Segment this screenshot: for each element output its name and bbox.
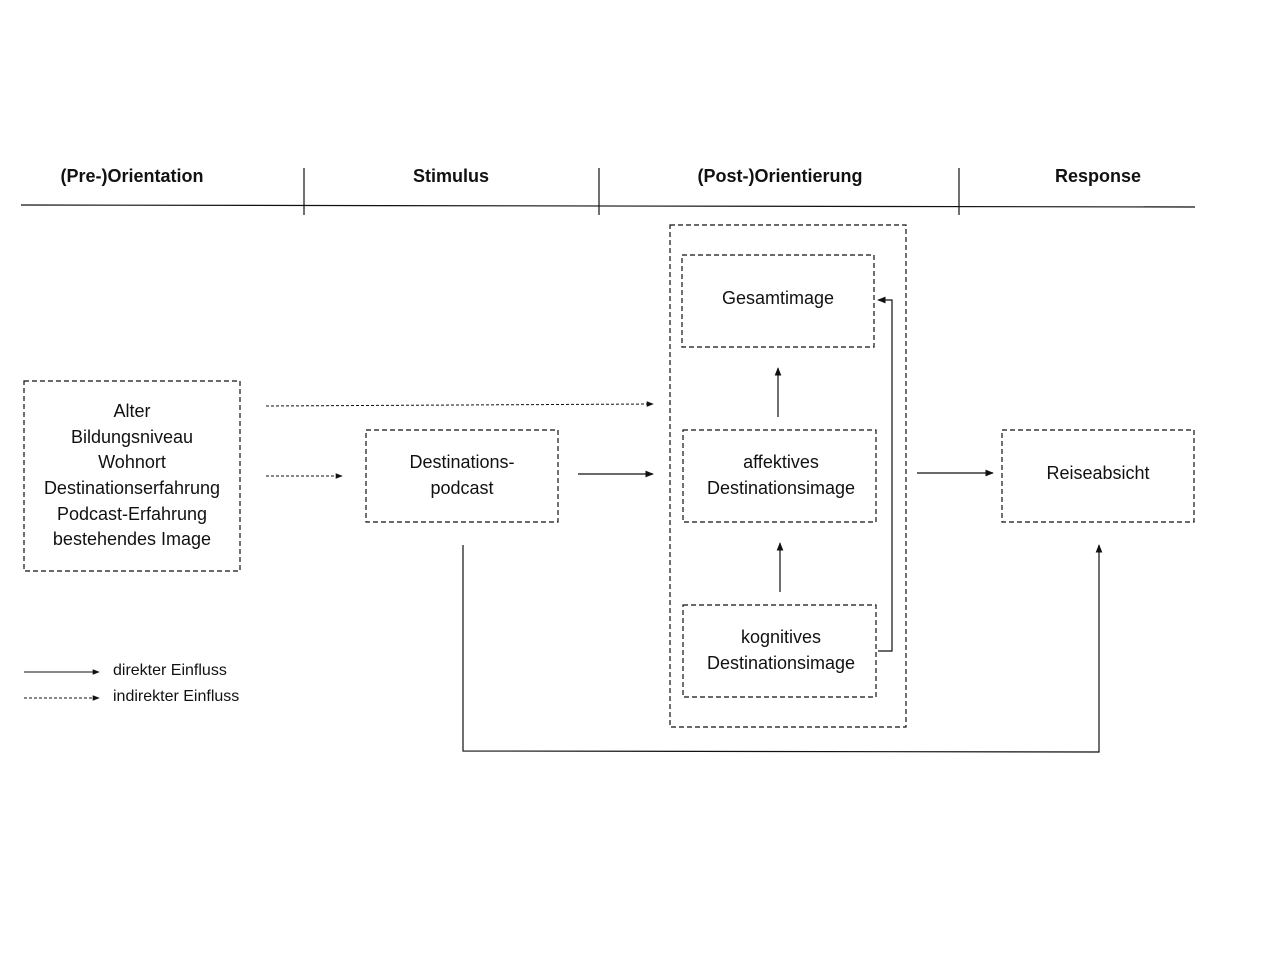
gesamtimage-box <box>681 254 875 348</box>
affektiv-line-1: affektives <box>743 452 819 473</box>
phase-label-post-orientierung: (Post-)Orientierung <box>697 166 863 186</box>
kognitiv-node: kognitives Destinationsimage <box>683 605 879 697</box>
predictor-alter: Alter <box>113 400 151 421</box>
post-orientation-group-box <box>669 224 907 728</box>
predictor-destinationserfahrung: Destinationserfahrung <box>43 478 221 498</box>
podcast-line-2: podcast <box>430 478 494 498</box>
phase-label-pre-orientation: (Pre-)Orientation <box>60 166 204 186</box>
timeline-line <box>20 204 1196 208</box>
phase-timeline <box>20 168 1196 215</box>
reiseabsicht-node: Reiseabsicht <box>1002 430 1194 518</box>
predictor-wohnort: Wohnort <box>98 452 166 473</box>
arrow-predictors-to-post <box>265 401 654 407</box>
kognitiv-line-2: Destinationsimage <box>706 653 856 673</box>
podcast-node: Destinations- podcast <box>366 430 558 522</box>
gesamtimage-node: Gesamtimage <box>682 255 874 343</box>
affektiv-line-2: Destinationsimage <box>706 478 856 498</box>
kognitiv-box <box>682 604 877 698</box>
predictor-podcast-erfahrung: Podcast-Erfahrung <box>56 503 208 524</box>
predictors-box <box>23 380 241 572</box>
predictor-bestehendes-image: bestehendes Image <box>52 529 212 550</box>
legend-direct-label: direkter Einfluss <box>113 662 227 679</box>
gesamtimage-label: Gesamtimage <box>721 288 835 309</box>
phase-label-stimulus: Stimulus <box>412 166 489 186</box>
affektiv-node: affektives Destinationsimage <box>683 430 879 522</box>
legend-indirect-label: indirekter Einfluss <box>113 688 240 705</box>
phase-label-response: Response <box>1054 166 1142 186</box>
kognitiv-line-1: kognitives <box>740 627 822 648</box>
reiseabsicht-label: Reiseabsicht <box>1046 463 1150 484</box>
affektiv-box <box>682 429 877 523</box>
podcast-line-1: Destinations- <box>409 452 515 473</box>
podcast-box <box>365 429 559 523</box>
predictors-node: Alter Bildungsniveau Wohnort Destination… <box>24 381 240 571</box>
reiseabsicht-box <box>1001 429 1195 523</box>
arrow-podcast-to-reiseabsicht <box>462 544 1103 753</box>
arrow-kognitiv-to-gesamt <box>877 296 893 652</box>
predictor-bildungsniveau: Bildungsniveau <box>70 426 194 447</box>
